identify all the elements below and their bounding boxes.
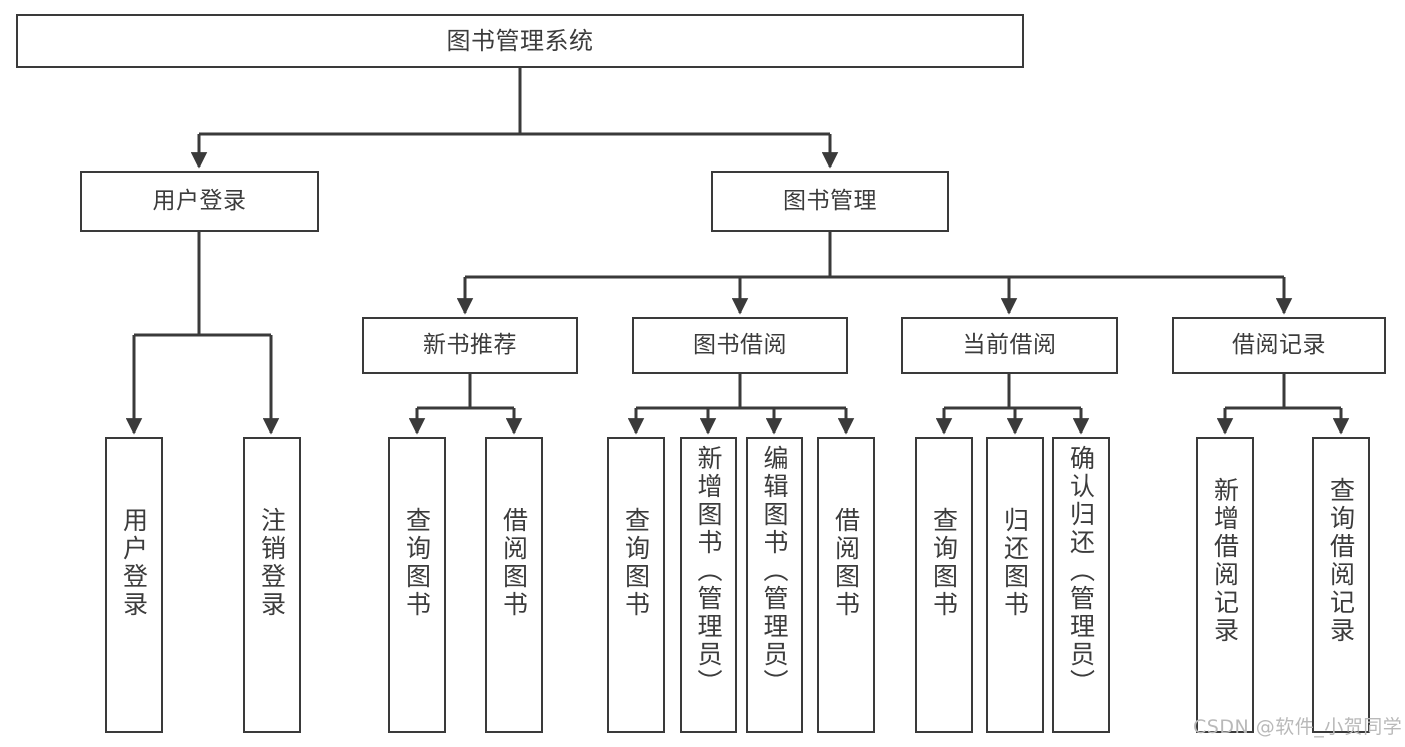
leaf-query-book-1-label: 查询图书	[402, 507, 432, 619]
leaf-query-record[interactable]: 查询借阅记录	[1312, 437, 1370, 733]
leaf-query-book-3-label: 查询图书	[929, 507, 959, 619]
node-user-login-label: 用户登录	[152, 187, 247, 214]
leaf-query-record-label: 查询借阅记录	[1326, 477, 1356, 645]
node-book-borrow[interactable]: 图书借阅	[632, 317, 848, 374]
leaf-user-login-label: 用户登录	[119, 507, 149, 619]
leaf-borrow-book-1-label: 借阅图书	[499, 507, 529, 619]
node-new-book-rec[interactable]: 新书推荐	[362, 317, 578, 374]
leaf-return-book-label: 归还图书	[1000, 507, 1030, 619]
leaf-query-book-2-label: 查询图书	[621, 507, 651, 619]
leaf-return-book[interactable]: 归还图书	[986, 437, 1044, 733]
leaf-add-book[interactable]: 新增图书（管理员）	[680, 437, 737, 733]
node-book-manage-label: 图书管理	[783, 187, 877, 214]
leaf-borrow-book-1[interactable]: 借阅图书	[485, 437, 543, 733]
leaf-confirm-return[interactable]: 确认归还（管理员）	[1052, 437, 1110, 733]
leaf-user-login[interactable]: 用户登录	[105, 437, 163, 733]
node-current-borrow[interactable]: 当前借阅	[901, 317, 1118, 374]
csdn-watermark: CSDN @软件_小贺同学	[1193, 716, 1403, 738]
node-new-book-rec-label: 新书推荐	[423, 331, 517, 358]
leaf-query-book-1[interactable]: 查询图书	[388, 437, 446, 733]
node-book-borrow-label: 图书借阅	[693, 331, 787, 358]
leaf-user-logout[interactable]: 注销登录	[243, 437, 301, 733]
node-root[interactable]: 图书管理系统	[16, 14, 1024, 68]
leaf-query-book-3[interactable]: 查询图书	[915, 437, 973, 733]
leaf-add-record-label: 新增借阅记录	[1210, 477, 1240, 645]
leaf-borrow-book-2-label: 借阅图书	[831, 507, 861, 619]
node-borrow-record-label: 借阅记录	[1232, 331, 1326, 358]
node-user-login[interactable]: 用户登录	[80, 171, 319, 232]
leaf-edit-book[interactable]: 编辑图书（管理员）	[746, 437, 803, 733]
leaf-add-record[interactable]: 新增借阅记录	[1196, 437, 1254, 733]
leaf-confirm-return-label: 确认归还（管理员）	[1066, 445, 1096, 697]
leaf-edit-book-label: 编辑图书（管理员）	[760, 445, 789, 697]
node-book-manage[interactable]: 图书管理	[711, 171, 949, 232]
node-root-label: 图书管理系统	[446, 26, 594, 55]
node-borrow-record[interactable]: 借阅记录	[1172, 317, 1386, 374]
leaf-add-book-label: 新增图书（管理员）	[694, 445, 723, 697]
leaf-query-book-2[interactable]: 查询图书	[607, 437, 665, 733]
leaf-borrow-book-2[interactable]: 借阅图书	[817, 437, 875, 733]
leaf-user-logout-label: 注销登录	[257, 507, 287, 619]
node-current-borrow-label: 当前借阅	[962, 331, 1057, 358]
